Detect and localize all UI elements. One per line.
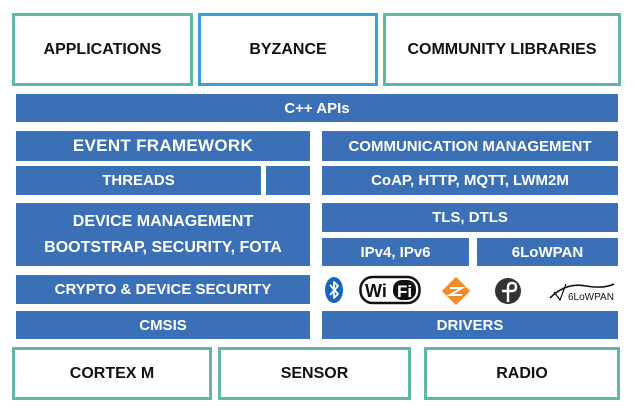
tls-dtls-label: TLS, DTLS [432,209,508,226]
cpp-apis-label: C++ APIs [284,99,350,117]
threads-label: THREADS [102,172,175,189]
sensor-label: SENSOR [280,364,349,382]
community-libraries-box: COMMUNITY LIBRARIES [383,13,621,86]
thread-icon [493,276,523,306]
community-libraries-label: COMMUNITY LIBRARIES [407,40,597,58]
event-framework-label: EVENT FRAMEWORK [72,136,254,155]
drivers-label: DRIVERS [436,316,504,334]
6lowpan-icon: 6LoWPAN [546,276,618,306]
cortex-m-box: CORTEX M [12,347,212,400]
cortex-m-label: CORTEX M [69,364,155,382]
sensor-box: SENSOR [218,347,411,400]
communication-management-block: COMMUNICATION MANAGEMENT [322,131,618,161]
svg-text:Fi: Fi [397,282,412,301]
ipv4-ipv6-label: IPv4, IPv6 [360,243,431,261]
byzance-box: BYZANCE [198,13,378,86]
ipv4-ipv6-block: IPv4, IPv6 [322,238,469,266]
6lowpan-label: 6LoWPAN [511,243,584,261]
zigbee-icon [441,276,471,306]
radio-box: RADIO [424,347,620,400]
bluetooth-icon [322,276,346,304]
protocols-label: CoAP, HTTP, MQTT, LWM2M [371,172,569,189]
cpp-apis-bar: C++ APIs [16,94,618,122]
event-framework-extension [266,166,310,195]
6lowpan-logo-text: 6LoWPAN [568,292,614,303]
event-framework-block: EVENT FRAMEWORK [16,131,310,161]
crypto-device-security-block: CRYPTO & DEVICE SECURITY [16,275,310,304]
protocols-block: CoAP, HTTP, MQTT, LWM2M [322,166,618,195]
drivers-block: DRIVERS [322,311,618,339]
applications-box: APPLICATIONS [12,13,193,86]
cmsis-block: CMSIS [16,311,310,339]
byzance-label: BYZANCE [249,40,327,58]
radio-label: RADIO [496,364,548,382]
threads-block: THREADS [16,166,261,195]
wifi-icon: Wi Fi [359,275,421,305]
bootstrap-security-fota-label: BOOTSTRAP, SECURITY, FOTA [44,238,282,256]
device-management-label: DEVICE MANAGEMENT [72,212,254,230]
crypto-device-security-label: CRYPTO & DEVICE SECURITY [54,281,272,298]
applications-label: APPLICATIONS [43,40,162,58]
tls-dtls-block: TLS, DTLS [322,203,618,232]
svg-text:Wi: Wi [365,281,387,301]
cmsis-label: CMSIS [139,316,187,334]
6lowpan-block: 6LoWPAN [477,238,618,266]
communication-management-label: COMMUNICATION MANAGEMENT [348,137,592,155]
device-management-block: DEVICE MANAGEMENT BOOTSTRAP, SECURITY, F… [16,203,310,266]
